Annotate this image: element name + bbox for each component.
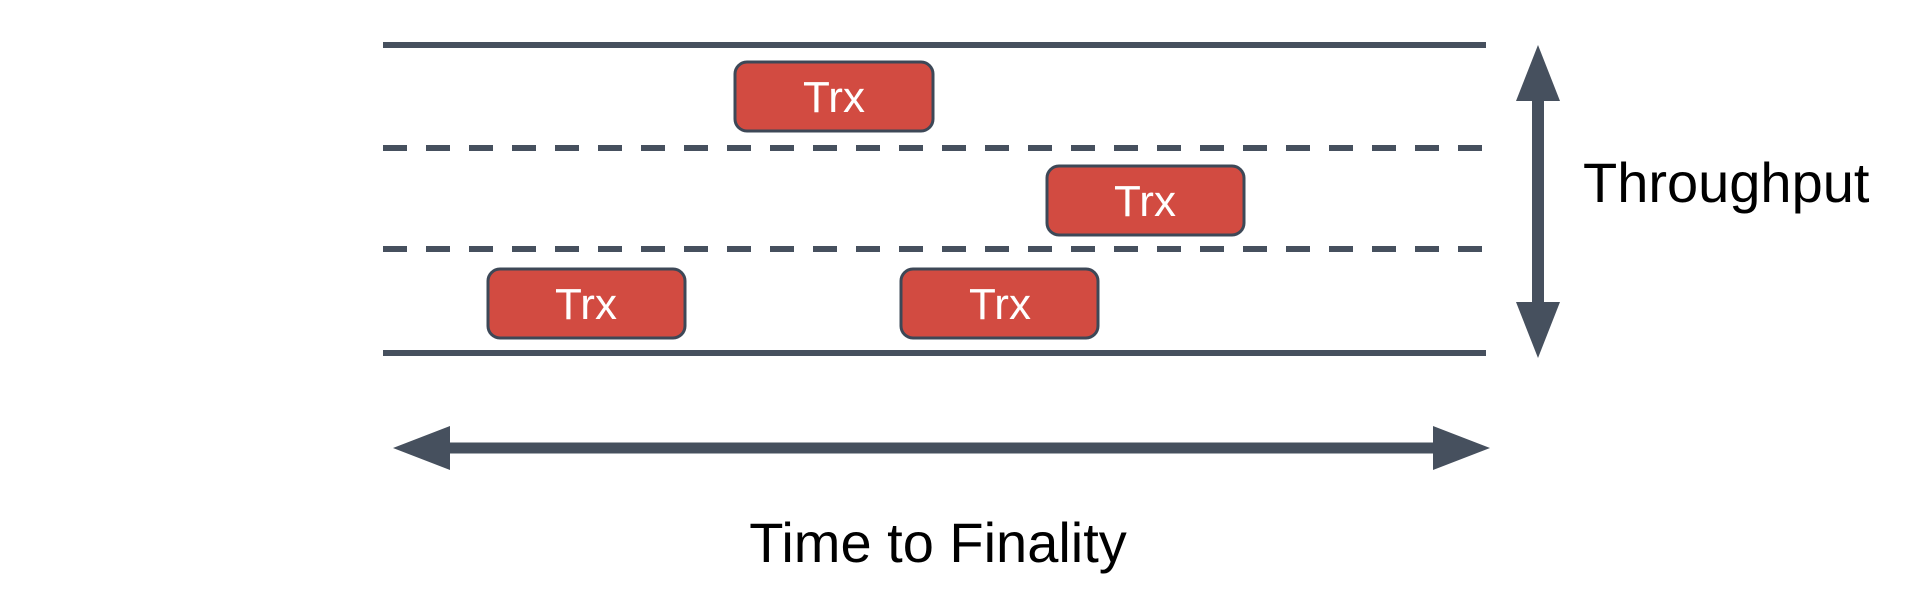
arrow-head-up-icon bbox=[1516, 45, 1560, 101]
vertical-double-arrow-icon bbox=[1516, 45, 1560, 358]
time-to-finality-label: Time to Finality bbox=[749, 511, 1127, 574]
trx-box-rect bbox=[486, 267, 687, 340]
trx-box-top-lane: Trx bbox=[733, 60, 935, 133]
arrow-head-right-icon bbox=[1433, 426, 1490, 470]
arrow-head-down-icon bbox=[1516, 302, 1560, 358]
trx-box-rect bbox=[1045, 164, 1246, 237]
trx-box-rect bbox=[899, 267, 1100, 340]
arrow-head-left-icon bbox=[393, 426, 450, 470]
throughput-label: Throughput bbox=[1583, 151, 1870, 214]
trx-box-label: Trx bbox=[555, 280, 617, 329]
horizontal-double-arrow-icon bbox=[393, 426, 1490, 470]
trx-box-bottom-lane-left: Trx bbox=[486, 267, 687, 340]
trx-box-rect bbox=[733, 60, 935, 133]
trx-box-label: Trx bbox=[969, 280, 1031, 329]
trx-box-bottom-lane-right: Trx bbox=[899, 267, 1100, 340]
trx-box-label: Trx bbox=[803, 73, 865, 122]
trx-box-label: Trx bbox=[1114, 177, 1176, 226]
trx-box-middle-lane: Trx bbox=[1045, 164, 1246, 237]
